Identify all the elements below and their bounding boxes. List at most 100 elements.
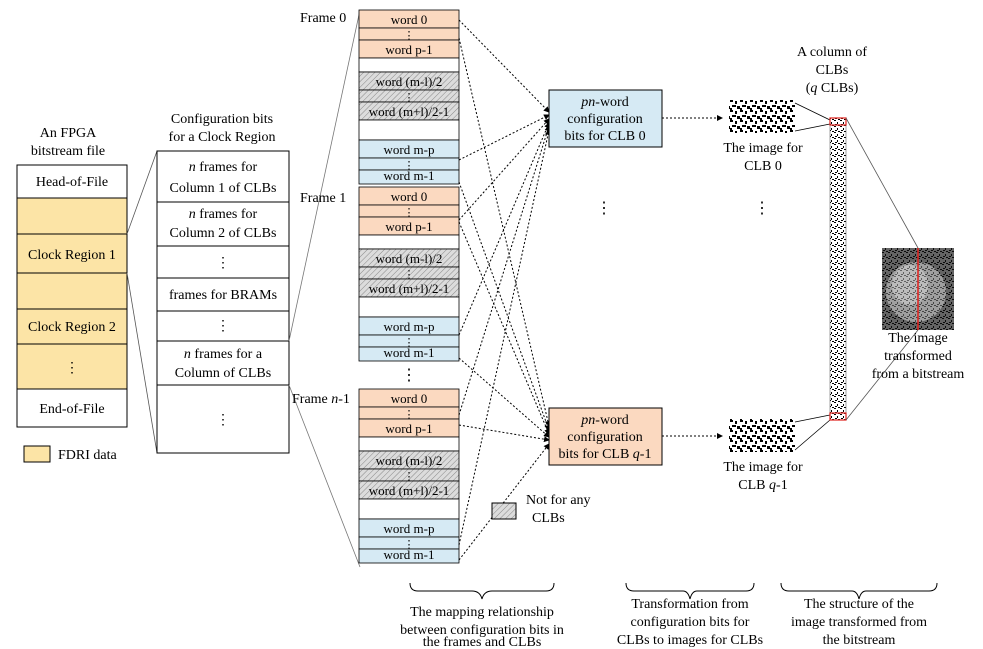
transformed-image: The image transformed from a bitstream bbox=[872, 248, 964, 382]
clbq-image-link-top bbox=[794, 414, 831, 423]
frame-2-word-m-p: word m-p bbox=[384, 521, 435, 536]
clock-region-title-line2: for a Clock Region bbox=[169, 130, 276, 145]
transformed-caption-line2: transformed bbox=[884, 349, 952, 364]
arrow-fn-wp-to-clbq bbox=[458, 424, 550, 443]
arrow-f1-wp-to-clbq bbox=[458, 221, 550, 435]
bitstream-clock-region-2-label: Clock Region 2 bbox=[28, 320, 116, 335]
cr-row-dots2 bbox=[156, 310, 290, 342]
column-title-line1: A column of bbox=[797, 45, 867, 60]
bitstream-row-fdri-2 bbox=[16, 272, 128, 310]
cr-vdots-2: ⋮ bbox=[216, 319, 230, 334]
zoom-line-bottom bbox=[126, 272, 158, 454]
clock-region-config: Configuration bits for a Clock Region n … bbox=[156, 112, 290, 454]
clb-column-bottom-marker bbox=[829, 412, 847, 421]
frame-2-vdots-9: ⋮ bbox=[404, 539, 415, 551]
frame-1-vdots-1: ⋮ bbox=[404, 207, 415, 219]
mapping-label-line3: the frames and CLBs bbox=[423, 635, 542, 649]
frame-0-word-0: word 0 bbox=[391, 12, 427, 27]
frame-0-row-10 bbox=[358, 169, 460, 185]
bitstream-row-end bbox=[16, 388, 128, 428]
cr-row-dots3 bbox=[156, 384, 290, 454]
frame-2-word-m-l-2: word (m-l)/2 bbox=[376, 453, 443, 468]
mapping-arrows bbox=[458, 19, 551, 561]
frame-0-word-m-l-2: word (m-l)/2 bbox=[376, 74, 443, 89]
clb0-line1: pn-word bbox=[580, 95, 628, 110]
bitstream-row-fdri-1 bbox=[16, 197, 128, 235]
frame-0-row-7 bbox=[358, 119, 460, 141]
clbq-image-caption-line2: CLB q-1 bbox=[738, 478, 787, 493]
cr-col2-line2: Column 2 of CLBs bbox=[170, 226, 277, 241]
clbq-image-link-bottom bbox=[794, 419, 831, 451]
zoom-line-frames-top bbox=[288, 9, 361, 342]
frame-1-word-m-plus-l-2-1: word (m+l)/2-1 bbox=[369, 281, 450, 296]
clb0-image-link-top bbox=[794, 102, 831, 121]
structure-label-line2: image transformed from bbox=[791, 615, 927, 630]
frame-2-word-m-1: word m-1 bbox=[384, 547, 435, 562]
frame-1-row-7 bbox=[358, 296, 460, 318]
frame-0-word-m-plus-l-2-1: word (m+l)/2-1 bbox=[369, 104, 450, 119]
frame-0-word-p-1: word p-1 bbox=[385, 42, 432, 57]
frame-2-word-m-plus-l-2-1: word (m+l)/2-1 bbox=[369, 483, 450, 498]
bitstream-head-label: Head-of-File bbox=[36, 175, 108, 190]
frame-2-vdots-1: ⋮ bbox=[404, 409, 415, 421]
clb-column-top-marker bbox=[829, 117, 847, 126]
clbq-line1: pn-word bbox=[580, 413, 628, 428]
bitstream-title-line2: bitstream file bbox=[31, 144, 105, 159]
arrow-f0-wp-to-clbq bbox=[458, 37, 551, 427]
column-to-image-bottom bbox=[845, 329, 919, 421]
bitstream-end-label: End-of-File bbox=[39, 402, 104, 417]
clb0-image: The image for CLB 0 bbox=[723, 100, 803, 174]
frame-2-vdots-5: ⋮ bbox=[404, 471, 415, 483]
brace-transformation bbox=[625, 582, 755, 600]
frame-1-row-3 bbox=[358, 234, 460, 250]
structure-label-line3: the bitstream bbox=[823, 633, 896, 648]
cr-col2-line1: n frames for bbox=[189, 207, 258, 222]
column-title-line2: CLBs bbox=[816, 63, 849, 78]
structure-label-line1: The structure of the bbox=[804, 597, 914, 612]
frame-1-word-0: word 0 bbox=[391, 189, 427, 204]
frame-n-1-label: Frame n-1 bbox=[292, 392, 350, 407]
bitstream-title-line1: An FPGA bbox=[40, 126, 97, 141]
gray-legend-line2: CLBs bbox=[532, 511, 565, 526]
frame-1-word-m-p: word m-p bbox=[384, 319, 435, 334]
transformation-label-line2: configuration bits for bbox=[631, 615, 750, 630]
clb0-line2: configuration bbox=[567, 112, 642, 127]
bitstream-file: An FPGA bitstream file Head-of-File Cloc… bbox=[16, 126, 128, 463]
mapping-label-line2: between configuration bits in bbox=[400, 623, 564, 638]
gray-legend-swatch bbox=[491, 502, 517, 520]
mapping-label-line1: The mapping relationship bbox=[410, 605, 554, 620]
clb0-image-link-bottom bbox=[794, 123, 831, 132]
frame-0-word-m-1: word m-1 bbox=[384, 168, 435, 183]
cr-vdots-1: ⋮ bbox=[216, 256, 230, 271]
bitstream-row-ellipsis bbox=[16, 343, 128, 390]
clbq-line2: configuration bbox=[567, 430, 642, 445]
arrow-f1-w0-to-clb0 bbox=[458, 118, 550, 221]
clb0-config-box: pn-word configuration bits for CLB 0 bbox=[548, 89, 663, 148]
frame-2-word-0: word 0 bbox=[391, 391, 427, 406]
frames-vdots: ⋮ bbox=[401, 367, 417, 384]
frame-1-word-m-1: word m-1 bbox=[384, 345, 435, 360]
frame-2-row-3 bbox=[358, 436, 460, 452]
clb0-image-caption-line2: CLB 0 bbox=[744, 159, 782, 174]
frame-2-word-p-1: word p-1 bbox=[385, 421, 432, 436]
fdri-legend-label: FDRI data bbox=[58, 448, 118, 463]
cr-col1-line1: n frames for bbox=[189, 160, 258, 175]
arrow-f0-mp-to-clb0 bbox=[458, 114, 550, 161]
cr-row-dots1 bbox=[156, 245, 290, 279]
frame-0-label: Frame 0 bbox=[300, 11, 346, 26]
clb0-image-caption-line1: The image for bbox=[723, 141, 803, 156]
bitstream-vdots: ⋮ bbox=[65, 361, 79, 376]
gray-legend-line1: Not for any bbox=[526, 493, 591, 508]
cr-colclb-line1: n frames for a bbox=[184, 347, 263, 362]
clbq-config-box: pn-word configuration bits for CLB q-1 bbox=[548, 407, 663, 466]
column-to-image-top bbox=[845, 117, 919, 249]
bitstream-row-clock-region-2 bbox=[16, 308, 128, 345]
cr-col1-line2: Column 1 of CLBs bbox=[170, 181, 277, 196]
arrow-f0-wm-to-clbq bbox=[458, 181, 551, 431]
frame-0-word-m-p: word m-p bbox=[384, 142, 435, 157]
frame-0-row-3 bbox=[358, 57, 460, 73]
transformation-label-line3: CLBs to images for CLBs bbox=[617, 633, 763, 648]
arrow-fn-w0-to-clb0 bbox=[458, 125, 551, 416]
